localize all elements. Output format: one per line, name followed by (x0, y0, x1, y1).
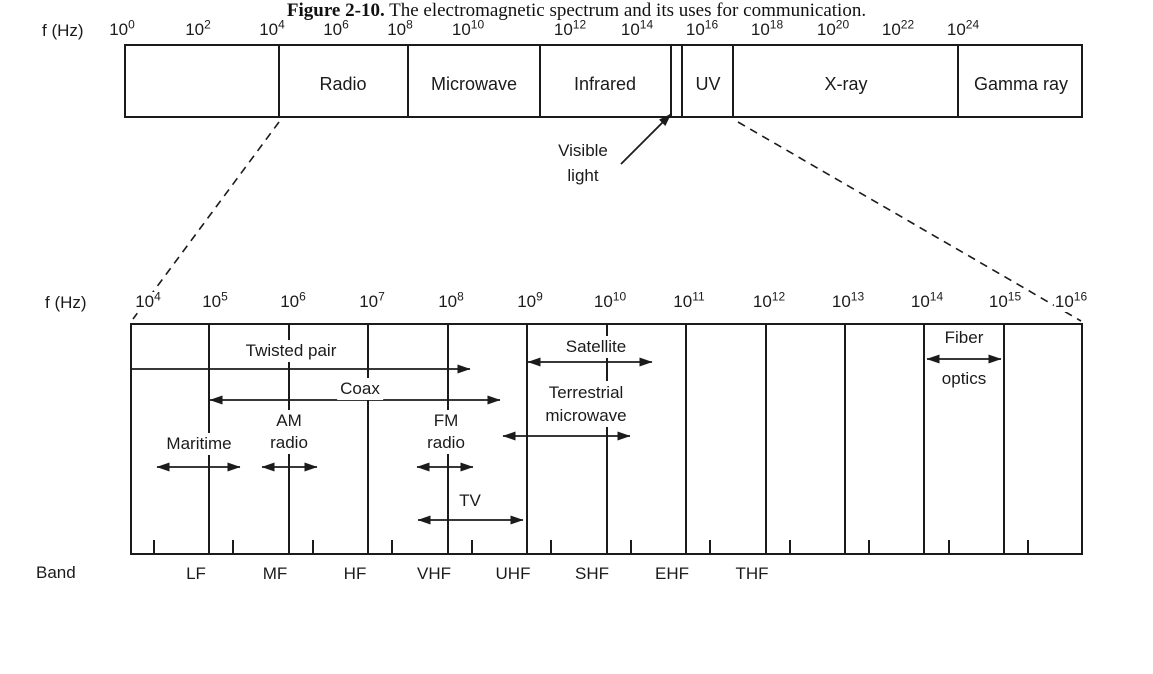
visible-light-label-line2: light (567, 166, 599, 185)
usage-label-optics: optics (938, 368, 990, 390)
upper-cell-divider (278, 46, 280, 116)
axis-tick-label-10e22: 1022 (880, 17, 916, 40)
upper-cell-divider (539, 46, 541, 116)
band-label-thf: THF (735, 564, 769, 583)
upper-cell-label-gamma: Gamma ray (973, 74, 1069, 94)
usage-label-fiber: Fiber (941, 327, 987, 349)
axis-tick-label-10e13: 1013 (830, 289, 866, 312)
terrestrial-line1: Terrestrial (548, 383, 624, 402)
axis-tick-label-10e4: 104 (258, 17, 286, 40)
axis-tick-label-10e2: 102 (184, 17, 212, 40)
axis-tick-label-10e6: 106 (322, 17, 350, 40)
usage-label-satellite: Satellite (562, 336, 630, 358)
axis-tick-label-10e0: 100 (108, 17, 136, 40)
upper-cell-label-radio: Radio (319, 74, 367, 94)
decade-line (844, 325, 846, 553)
band-boundary-tick (1027, 540, 1029, 553)
upper-cell-divider (957, 46, 959, 116)
axis-tick-label-10e7: 107 (358, 289, 386, 312)
axis-tick-label-10e12: 1012 (751, 289, 787, 312)
am-line2: radio (270, 433, 308, 452)
terrestrial-line2: microwave (545, 406, 627, 425)
figure-caption-text: The electromagnetic spectrum and its use… (389, 0, 867, 21)
upper-cell-divider (670, 46, 672, 116)
band-boundary-tick (948, 540, 950, 553)
axis-tick-label-10e14: 1014 (619, 17, 655, 40)
band-boundary-tick (868, 540, 870, 553)
usage-label-tv: TV (456, 490, 484, 512)
band-boundary-tick (630, 540, 632, 553)
axis-tick-label-10e15: 1015 (987, 289, 1023, 312)
band-boundary-tick (789, 540, 791, 553)
figure-number: Figure 2-10. (286, 0, 385, 21)
decade-line (1003, 325, 1005, 553)
upper-cell-label-microwave: Microwave (430, 74, 518, 94)
upper-cell-divider (681, 46, 683, 116)
decade-line (606, 325, 608, 553)
decade-line (526, 325, 528, 553)
band-boundary-tick (471, 540, 473, 553)
am-line1: AM (276, 411, 302, 430)
usage-label-terrestrial-microwave: Terrestrial microwave (542, 381, 630, 427)
lower-axis-label: f (Hz) (45, 293, 87, 312)
usage-label-am-radio: AM radio (267, 410, 311, 454)
axis-tick-label-10e5: 105 (201, 289, 229, 312)
axis-tick-label-10e4: 104 (134, 289, 162, 312)
usage-label-fm-radio: FM radio (424, 410, 468, 454)
band-boundary-tick (153, 540, 155, 553)
decade-line (765, 325, 767, 553)
band-row-label: Band (36, 563, 76, 582)
fm-line1: FM (433, 411, 459, 430)
decade-line (923, 325, 925, 553)
axis-tick-label-10e9: 109 (516, 289, 544, 312)
axis-tick-label-10e14: 1014 (909, 289, 945, 312)
band-label-lf: LF (186, 564, 206, 583)
visible-light-label: Visible light (558, 138, 608, 188)
usage-label-twisted-pair: Twisted pair (242, 340, 340, 362)
upper-axis-label: f (Hz) (42, 21, 84, 40)
axis-tick-label-10e20: 1020 (815, 17, 851, 40)
band-boundary-tick (232, 540, 234, 553)
axis-tick-label-10e8: 108 (437, 289, 465, 312)
band-boundary-tick (312, 540, 314, 553)
band-boundary-tick (391, 540, 393, 553)
axis-tick-label-10e11: 1011 (672, 289, 706, 312)
upper-cell-label-infrared: Infrared (573, 74, 637, 94)
upper-cell-label-xray: X-ray (824, 74, 868, 94)
figure-caption: Figure 2-10. The electromagnetic spectru… (0, 0, 1153, 22)
usage-label-maritime: Maritime (163, 433, 235, 455)
upper-cell-divider (407, 46, 409, 116)
decade-line (367, 325, 369, 553)
upper-cell-divider (732, 46, 734, 116)
axis-tick-label-10e10: 1010 (450, 17, 486, 40)
visible-light-arrow (620, 113, 672, 165)
axis-tick-label-10e24: 1024 (945, 17, 981, 40)
upper-cell-label-uv: UV (695, 74, 721, 94)
fm-line2: radio (427, 433, 465, 452)
visible-light-label-line1: Visible (558, 141, 608, 160)
usage-label-coax: Coax (337, 378, 383, 400)
band-label-ehf: EHF (655, 564, 689, 583)
band-label-mf: MF (262, 564, 288, 583)
band-label-uhf: UHF (495, 564, 531, 583)
band-label-hf: HF (343, 564, 367, 583)
axis-tick-label-10e16: 1016 (684, 17, 720, 40)
axis-tick-label-10e12: 1012 (552, 17, 588, 40)
band-boundary-tick (709, 540, 711, 553)
decade-line (685, 325, 687, 553)
upper-spectrum-box (124, 44, 1083, 118)
axis-tick-label-10e18: 1018 (749, 17, 785, 40)
axis-tick-label-10e16: 1016 (1053, 289, 1089, 312)
lower-spectrum-box (130, 323, 1083, 555)
axis-tick-label-10e8: 108 (386, 17, 414, 40)
axis-tick-label-10e10: 1010 (592, 289, 628, 312)
band-label-shf: SHF (575, 564, 609, 583)
band-label-vhf: VHF (417, 564, 451, 583)
band-boundary-tick (550, 540, 552, 553)
axis-tick-label-10e6: 106 (279, 289, 307, 312)
